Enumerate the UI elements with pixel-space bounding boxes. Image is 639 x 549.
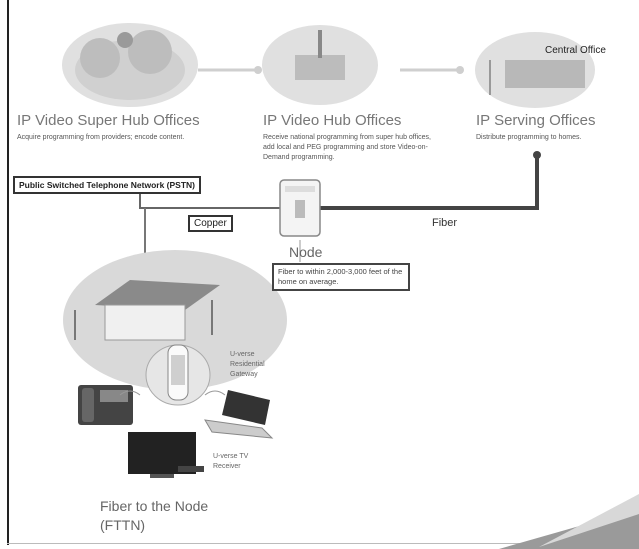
satellite-dish-icon (128, 30, 172, 74)
house-roof (95, 280, 220, 310)
building-icon (295, 55, 345, 80)
left-border (7, 0, 9, 545)
node-cabinet-icon (279, 179, 321, 237)
serving-office-title: IP Serving Offices (476, 112, 596, 129)
copper-line (139, 190, 285, 209)
fttn-title: Fiber to the Node (FTTN) (100, 498, 209, 533)
corner-swoosh (499, 494, 639, 549)
central-office-label: Central Office (545, 45, 606, 56)
gateway-label: U-verse Residential Gateway (230, 351, 265, 378)
serving-office-description: Distribute programming to homes. (476, 134, 582, 141)
node-label: Node (289, 244, 323, 260)
office-building-icon (505, 60, 585, 88)
tower-icon (318, 30, 322, 58)
super-hub-title: IP Video Super Hub Offices (17, 112, 200, 129)
node-callout: Fiber to within 2,000-3,000 feet of the … (272, 263, 410, 291)
video-hub-title: IP Video Hub Offices (263, 112, 402, 129)
super-hub-illustration (62, 23, 198, 107)
satellite-dish-icon (80, 38, 120, 78)
home-illustration (63, 250, 287, 390)
bottom-border (7, 543, 639, 544)
tv-icon (128, 432, 204, 478)
video-hub-description: Receive national programming from super … (263, 134, 431, 161)
video-hub-illustration (262, 25, 378, 105)
phone-icon (78, 385, 133, 425)
gateway-device-icon (145, 344, 211, 406)
pstn-label: Public Switched Telephone Network (PSTN) (13, 176, 202, 194)
receiver-label: U-verse TV Receiver (213, 453, 249, 470)
serving-office-illustration (475, 32, 595, 108)
super-hub-description: Acquire programming from providers; enco… (17, 134, 185, 141)
laptop-icon (204, 390, 274, 439)
fiber-label: Fiber (432, 217, 458, 229)
fiber-line (320, 155, 539, 210)
receiver-box-icon (178, 466, 204, 472)
copper-label: Copper (188, 215, 233, 232)
